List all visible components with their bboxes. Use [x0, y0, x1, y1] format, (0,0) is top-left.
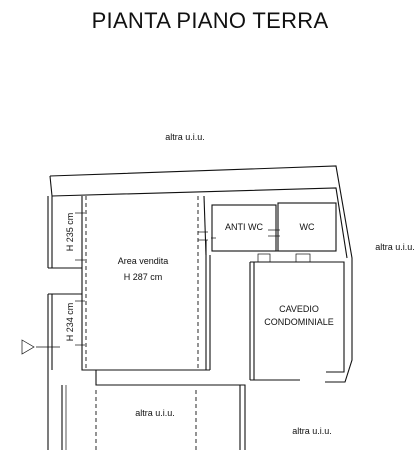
- entrance-arrow-icon: [21, 339, 60, 355]
- height-label-upper: H 235 cm: [65, 213, 75, 252]
- outer-walls: [47, 165, 353, 450]
- label-top-neighbor: altra u.i.u.: [165, 132, 205, 142]
- room-wc-block: [211, 202, 337, 263]
- neighbor-bottom: [61, 385, 241, 450]
- room-area-vendita: [75, 195, 246, 450]
- label-bottom-right-neighbor: altra u.i.u.: [292, 426, 332, 436]
- room-name-cavedio-line2: CONDOMINIALE: [264, 317, 334, 327]
- room-cavedio: [249, 261, 345, 381]
- room-height-area-vendita: H 287 cm: [124, 272, 163, 282]
- page-title: PIANTA PIANO TERRA: [91, 8, 329, 33]
- height-label-lower: H 234 cm: [65, 303, 75, 342]
- room-name-anti-wc: ANTI WC: [225, 222, 263, 232]
- label-right-neighbor: altra u.i.u.: [375, 242, 415, 252]
- room-name-wc: WC: [300, 222, 315, 232]
- room-name-area-vendita: Area vendita: [118, 256, 169, 266]
- room-name-cavedio-line1: CAVEDIO: [279, 304, 319, 314]
- label-bottom-center-neighbor: altra u.i.u.: [135, 408, 175, 418]
